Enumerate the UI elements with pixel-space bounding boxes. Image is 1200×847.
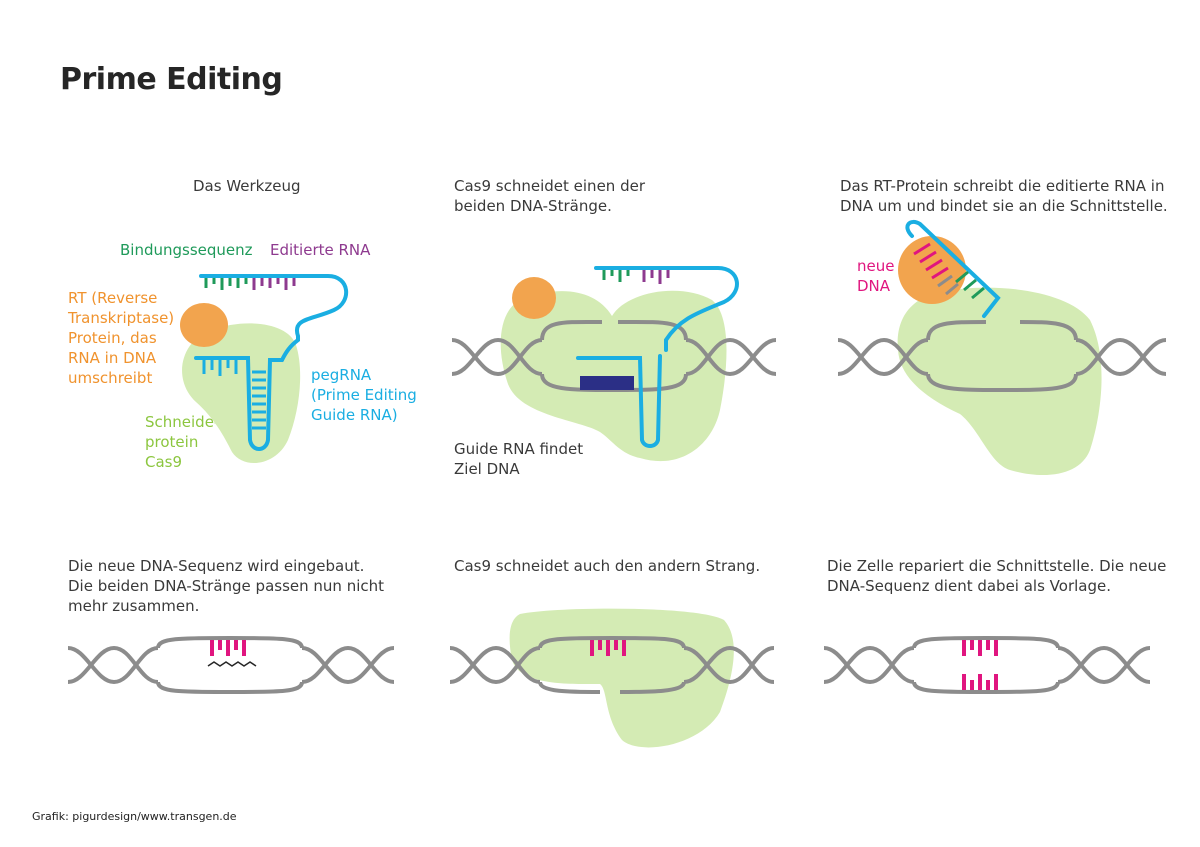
panel-5-caption: Cas9 schneidet auch den andern Strang.: [454, 557, 761, 575]
pegrna-strand: [199, 274, 349, 362]
panel-2-caption: Cas9 schneidet einen der beiden DNA-Strä…: [454, 177, 645, 215]
label-pegrna: pegRNA (Prime Editing Guide RNA): [311, 366, 417, 424]
target-dna-match: [580, 376, 634, 390]
panel-3-caption: Das RT-Protein schreibt die editierte RN…: [840, 177, 1168, 215]
rt-protein: [180, 303, 228, 347]
dna-helix-right: [685, 337, 777, 377]
page-title: Prime Editing: [60, 62, 283, 97]
panel-6-caption: Die Zelle repariert die Schnittstelle. D…: [827, 557, 1167, 595]
label-guide-rna: Guide RNA findet Ziel DNA: [454, 440, 584, 478]
dna-helix-left: [451, 337, 543, 377]
label-binding-sequence: Bindungssequenz: [120, 241, 253, 259]
panel-1-caption: Das Werkzeug: [193, 177, 301, 195]
label-cas9: Schneide- protein Cas9: [145, 413, 220, 471]
panel-4-caption: Die neue DNA-Sequenz wird eingebaut. Die…: [68, 557, 385, 615]
pegrna-strand: [576, 266, 739, 448]
pegrna-strand: [905, 219, 1001, 318]
rt-protein: [512, 277, 556, 319]
image-credit: Grafik: pigurdesign/www.transgen.de: [32, 810, 237, 823]
mismatch-zigzag: [207, 661, 257, 667]
pegrna-spacer: [194, 356, 284, 451]
cas9-protein: [897, 287, 1102, 476]
label-edited-rna: Editierte RNA: [270, 241, 371, 259]
label-new-dna: neue DNA: [857, 257, 895, 295]
label-rt-protein: RT (Reverse Transkriptase) Protein, das …: [68, 289, 175, 387]
